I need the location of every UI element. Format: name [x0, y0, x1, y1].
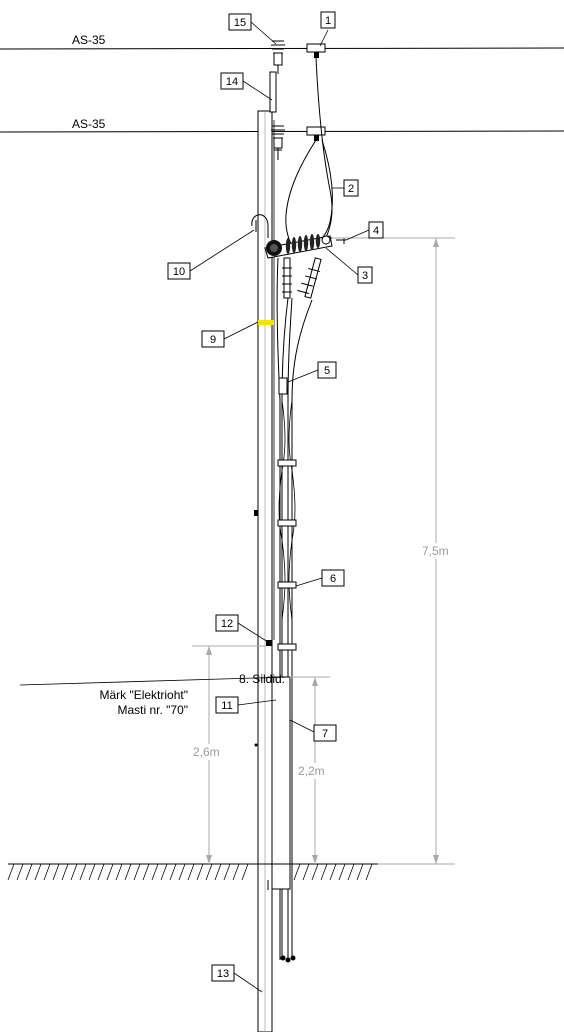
- svg-text:13: 13: [217, 968, 229, 980]
- lower-conductor-label: AS-35: [72, 117, 106, 131]
- svg-text:1: 1: [325, 15, 331, 27]
- callout-5: 5: [287, 361, 337, 383]
- callout-10: 10: [167, 229, 255, 280]
- dimension-7-5m: 7,5m: [332, 237, 455, 865]
- callout-7: 7: [289, 719, 337, 742]
- upper-conductor-label: AS-35: [72, 33, 106, 47]
- callout-14: 14: [220, 72, 273, 101]
- protection-tube: [271, 676, 291, 890]
- callout-4: 4: [345, 221, 384, 241]
- svg-text:2: 2: [348, 183, 354, 195]
- pole: [257, 71, 277, 1032]
- dimension-7-5m-label: 7,5m: [422, 544, 449, 558]
- pole-top-extension: [269, 71, 277, 113]
- drop-wires: [285, 57, 333, 247]
- callout-3: 3: [325, 247, 373, 284]
- svg-text:7: 7: [322, 728, 328, 740]
- callout-1: 1: [319, 11, 336, 47]
- svg-text:4: 4: [373, 225, 379, 237]
- svg-text:6: 6: [330, 573, 336, 585]
- callout-15: 15: [228, 13, 277, 45]
- dimension-2-6m: 2,6m: [190, 645, 266, 864]
- sign-note: 8. Sildid: Märk "Elektrioht" Masti nr. "…: [19, 672, 291, 717]
- sign-note-title: 8. Sildid:: [239, 672, 285, 686]
- svg-text:12: 12: [221, 618, 233, 630]
- earth-hook: [251, 214, 269, 238]
- surge-arrester-right: [297, 257, 322, 299]
- callout-6: 6: [295, 569, 345, 587]
- pin-insulator-bottom: [271, 125, 285, 160]
- arrester-assembly: [264, 234, 346, 299]
- svg-text:14: 14: [226, 76, 238, 88]
- dimension-2-6m-label: 2,6m: [193, 745, 220, 759]
- callout-2: 2: [332, 179, 359, 197]
- dimension-2-2m-label: 2,2m: [298, 764, 325, 778]
- pole-hardware: [254, 510, 272, 890]
- sign-note-line-3: Masti nr. "70": [117, 703, 188, 717]
- sign-note-line-2: Märk "Elektrioht": [99, 688, 188, 702]
- dimension-2-2m: 2,2m: [290, 676, 334, 864]
- callout-12: 12: [215, 614, 269, 643]
- svg-text:11: 11: [221, 700, 232, 712]
- ground: [7, 863, 378, 881]
- svg-text:10: 10: [173, 266, 185, 278]
- pin-insulator-top: [271, 40, 285, 74]
- cable-ties: [277, 459, 297, 651]
- tap-clamp-upper: [306, 43, 326, 58]
- svg-text:9: 9: [210, 334, 216, 346]
- surge-arrester-left: [282, 257, 292, 299]
- tap-clamp-lower: [306, 126, 326, 141]
- svg-text:5: 5: [324, 365, 330, 377]
- overhead-lines: AS-35 AS-35: [0, 33, 564, 133]
- callout-11: 11: [215, 696, 277, 714]
- svg-text:3: 3: [362, 270, 368, 282]
- callout-13: 13: [211, 964, 263, 993]
- warning-mark: [258, 320, 274, 325]
- cable-bundle: [276, 257, 313, 963]
- ground-hatch: [7, 863, 373, 881]
- svg-text:15: 15: [234, 17, 246, 29]
- callout-9: 9: [201, 321, 259, 348]
- lower-conductor: [0, 130, 564, 133]
